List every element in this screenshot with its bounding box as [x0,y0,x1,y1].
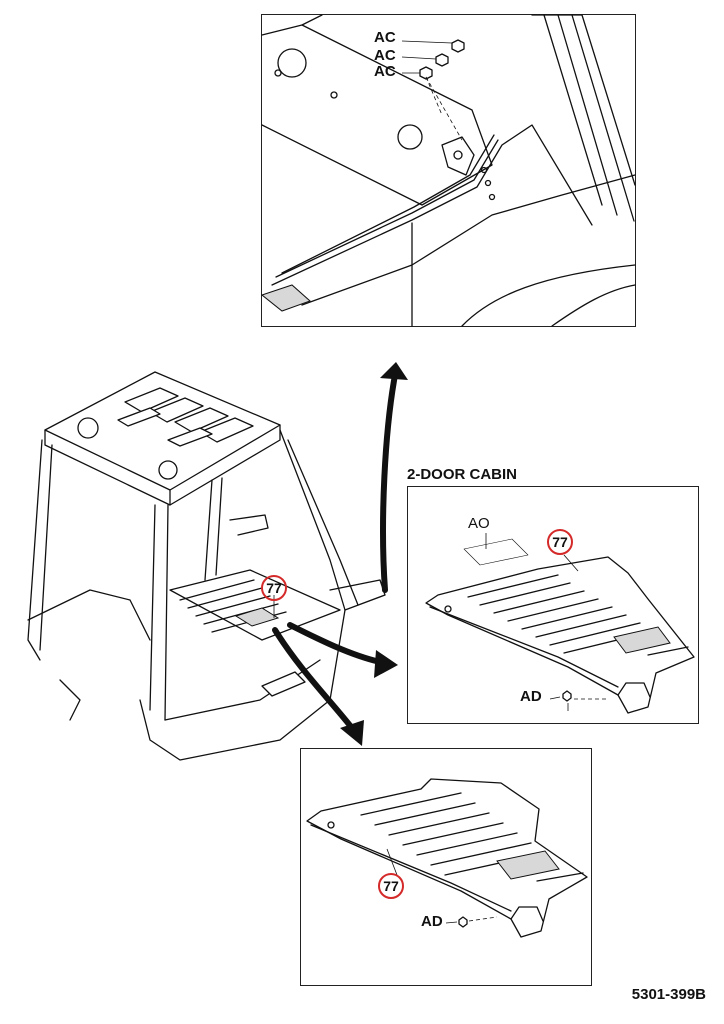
two-door-floor-mat [425,533,695,714]
ac-label-1: AC [374,29,396,46]
bottom-floor-mat [306,778,588,938]
two-door-heading: 2-DOOR CABIN [407,466,518,483]
top-detail-panel: AC AC AC [260,14,636,327]
ao-label: AO [468,515,490,532]
ac-label-2: AC [374,47,396,64]
ac-label-3: AC [374,63,396,80]
callout-77-two-door: 77 [547,529,573,555]
two-door-panel: AO 77 AD [407,486,699,724]
callout-77-bottom: 77 [378,873,404,899]
drawing-number: 5301-399B [631,986,706,1003]
top-detail-drawing [260,14,636,327]
callout-77-main: 77 [261,575,287,601]
ad-label-two-door: AD [520,688,542,705]
ad-label-bottom: AD [421,913,443,930]
bottom-detail-panel: 77 AD [300,748,592,986]
